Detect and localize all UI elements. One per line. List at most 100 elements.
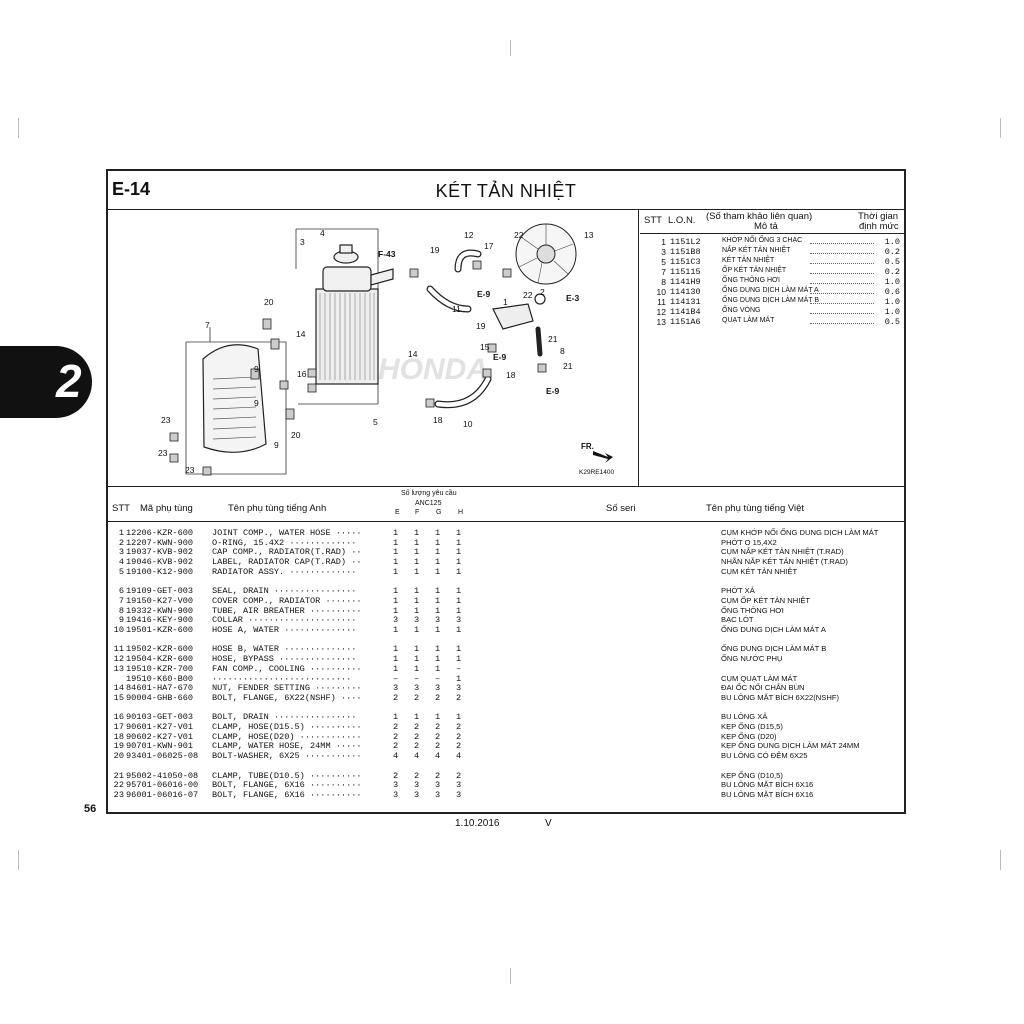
cell-qty-e: 1: [393, 625, 399, 635]
parts-header-col-f: F: [415, 509, 420, 516]
cell-qty-h: 2: [456, 722, 462, 732]
parts-header-name-en: Tên phụ tùng tiếng Anh: [228, 503, 327, 514]
cell-name-en: BOLT-WASHER, 6X25 ···········: [212, 751, 362, 762]
section-tab-number: 2: [56, 355, 82, 407]
cell-part-no: 84601-HA7-670: [126, 683, 194, 694]
cell-qty-e: 1: [393, 557, 399, 568]
cell-qty-h: –: [456, 663, 462, 674]
cell-stt: 7: [118, 595, 124, 606]
cell-name-vn: PHỚT XẢ: [721, 586, 755, 596]
cell-stt: 21: [113, 770, 124, 781]
leader-dots: [810, 273, 874, 274]
callout-18b: 18: [433, 415, 443, 425]
cell-stt: 16: [113, 712, 124, 723]
crop-mark: [1000, 850, 1001, 870]
parts-header-name-vn: Tên phụ tùng tiếng Việt: [706, 503, 805, 514]
cell-part-no: 93401-06025-08: [126, 751, 199, 762]
lon-header-time1: Thời gian: [858, 211, 899, 222]
cell-qty-e: 2: [393, 731, 399, 742]
cell-qty-h: 1: [456, 712, 462, 723]
cell-qty-f: 3: [414, 683, 420, 694]
cell-name-en: HOSE, BYPASS ···············: [212, 654, 357, 665]
cell-qty-e: 2: [393, 722, 399, 732]
callout-4: 4: [320, 228, 325, 238]
front-arrow-icon: [593, 451, 613, 463]
cell-stt: 5: [118, 566, 124, 577]
cell-qty-e: –: [393, 673, 399, 684]
callout-e9c: E-9: [546, 386, 560, 396]
exploded-diagram: HONDA: [108, 209, 639, 486]
cell-part-no: 19037-KVB-902: [126, 547, 194, 558]
cell-name-en: NUT, FENDER SETTING ·········: [212, 683, 362, 694]
cell-qty-h: 1: [456, 586, 462, 597]
cell-name-en: JOINT COMP., WATER HOSE ·····: [212, 528, 362, 538]
cell-name-en: TUBE, AIR BREATHER ··········: [212, 605, 362, 616]
cell-qty-h: 1: [456, 625, 462, 635]
cell-qty-e: 2: [393, 770, 399, 781]
cell-qty-f: 3: [414, 780, 420, 791]
lon-cell-lon: 114131: [670, 297, 701, 307]
cell-name-en: RADIATOR ASSY. ·············: [212, 566, 357, 577]
cell-qty-h: 1: [456, 547, 462, 558]
cell-name-en: BOLT, FLANGE, 6X16 ··········: [212, 789, 362, 800]
cell-name-vn: CỤM KHỚP NỐI ỐNG DUNG DỊCH LÀM MÁT: [721, 528, 879, 537]
cell-name-en: CAP COMP., RADIATOR(T.RAD) ··: [212, 547, 362, 558]
cell-qty-f: 4: [414, 751, 420, 762]
cell-name-en: SEAL, DRAIN ················: [212, 586, 357, 597]
cell-name-vn: NHÃN NẮP KÉT TẢN NHIỆT (T.RAD): [721, 557, 848, 567]
callout-20b: 20: [291, 430, 301, 440]
lon-cell-stt: 1: [661, 237, 666, 247]
callout-22: 22: [514, 230, 524, 240]
cell-name-en: O-RING, 15.4X2 ·············: [212, 537, 357, 548]
lon-cell-lon: 1151B8: [670, 247, 701, 257]
cell-name-vn: BU LÔNG MẶT BÍCH 6X16: [721, 789, 814, 799]
cell-qty-e: 3: [393, 615, 399, 626]
cell-part-no: 19510-KZR-700: [126, 663, 194, 674]
cell-qty-e: 4: [393, 751, 399, 762]
lon-header-lon: L.O.N.: [668, 215, 696, 226]
cell-name-vn: BU LÔNG XẢ: [721, 712, 768, 722]
cell-name-vn: ĐAI ỐC NỐI CHẮN BÙN: [721, 683, 805, 693]
callout-20: 20: [264, 297, 274, 307]
cell-qty-e: 3: [393, 780, 399, 791]
cell-qty-g: 1: [435, 537, 441, 548]
cell-qty-g: 2: [435, 722, 441, 732]
callout-9: 9: [254, 364, 259, 374]
callout-19: 19: [430, 245, 440, 255]
callout-16: 16: [297, 369, 307, 379]
callout-19b: 19: [476, 321, 486, 331]
crop-mark: [510, 40, 511, 56]
cell-stt: 15: [113, 692, 124, 703]
lon-cell-desc: ỐNG VÒNG: [722, 307, 761, 314]
leader-dots: [810, 283, 874, 284]
cell-qty-g: 3: [435, 789, 441, 800]
cell-qty-f: 3: [414, 615, 420, 626]
cell-qty-f: 1: [414, 528, 420, 538]
page-title: KÉT TẢN NHIỆT: [435, 181, 577, 201]
lon-cell-desc: QUẠT LÀM MÁT: [722, 317, 775, 324]
lon-cell-stt: 8: [661, 277, 666, 287]
cell-qty-e: 1: [393, 644, 399, 655]
cell-qty-g: 1: [435, 528, 441, 538]
callout-13: 13: [584, 230, 594, 240]
lon-cell-desc: KHỚP NỐI ỐNG 3 CHẠC: [722, 237, 803, 244]
callout-18: 18: [506, 370, 516, 380]
cell-qty-h: 1: [456, 537, 462, 548]
parts-page-frame: E-14 KÉT TẢN NHIỆT HONDA: [106, 169, 906, 814]
cell-qty-g: 2: [435, 692, 441, 703]
lon-cell-lon: 115115: [670, 267, 701, 277]
cell-name-vn: ỐNG THÔNG HƠI: [721, 605, 784, 615]
callout-9b: 9: [254, 398, 259, 408]
cell-part-no: 90004-GHB-660: [126, 692, 194, 703]
cell-qty-e: 3: [393, 683, 399, 694]
cell-qty-g: 1: [435, 654, 441, 665]
lon-cell-stt: 7: [661, 267, 666, 277]
cell-name-en: ···························: [212, 673, 352, 684]
